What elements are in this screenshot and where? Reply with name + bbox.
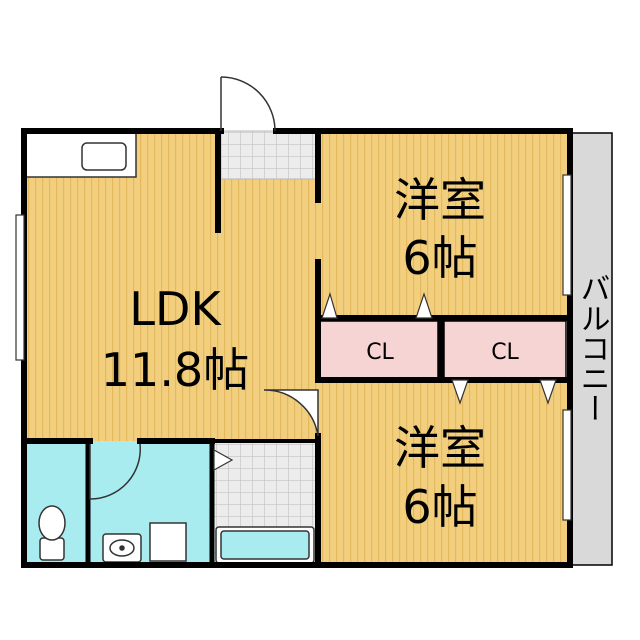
closet-2-label: CL bbox=[491, 340, 519, 365]
western-room-2-size: 6帖 bbox=[402, 480, 477, 534]
western-room-2-floor bbox=[318, 378, 570, 565]
western-room-1-size: 6帖 bbox=[402, 231, 477, 285]
sink-icon bbox=[81, 142, 127, 171]
western-room-1-floor bbox=[318, 131, 570, 321]
kitchen-counter bbox=[23, 130, 137, 178]
balcony bbox=[571, 132, 613, 566]
western-room-1-name: 洋室 bbox=[394, 173, 486, 227]
entrance-tiles bbox=[220, 130, 319, 180]
door-swing-icon[interactable] bbox=[89, 389, 319, 500]
western-room-2-name: 洋室 bbox=[394, 421, 486, 475]
ldk-name: LDK bbox=[129, 282, 222, 336]
entrance-door-icon[interactable] bbox=[220, 76, 276, 132]
bathtub-icon bbox=[215, 526, 315, 564]
window-icon bbox=[15, 174, 572, 521]
balcony-label: バルコニー bbox=[575, 273, 610, 423]
washbasin-icon bbox=[102, 522, 187, 563]
toilet-icon bbox=[38, 505, 66, 561]
ldk-size: 11.8帖 bbox=[101, 343, 249, 397]
closet-1-label: CL bbox=[366, 340, 394, 365]
closet-door-markers bbox=[213, 291, 557, 472]
